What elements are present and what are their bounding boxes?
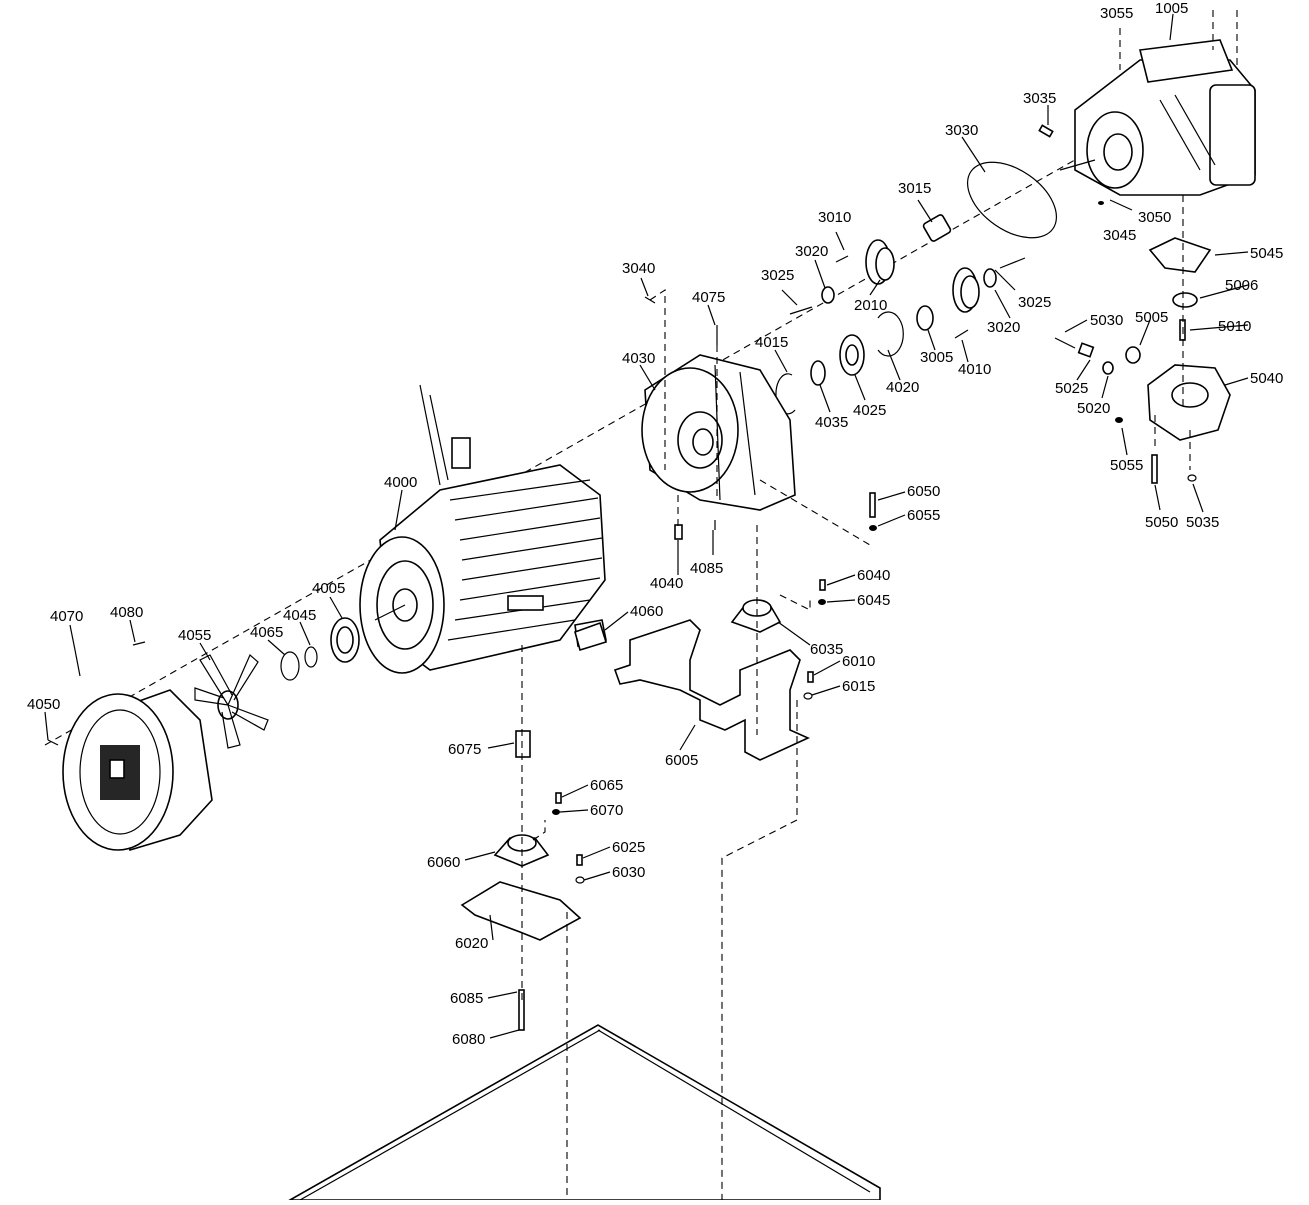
callout-label: 3055: [1100, 5, 1133, 22]
callout-label: 4075: [692, 289, 725, 306]
callout-label: 6030: [612, 864, 645, 881]
fan-cover: [47, 641, 213, 852]
callout-label: 6020: [455, 935, 488, 952]
callout-label: 4050: [27, 696, 60, 713]
callout-label: 5010: [1218, 318, 1251, 335]
callout-label: 5030: [1090, 312, 1123, 329]
callout-label: 6010: [842, 653, 875, 670]
callout-label: 5005: [1135, 309, 1168, 326]
callout-label: 4085: [690, 560, 723, 577]
callout-label: 4010: [958, 361, 991, 378]
compressor-air-end: [1059, 39, 1256, 196]
callout-label: 6070: [590, 802, 623, 819]
callout-label: 6040: [857, 567, 890, 584]
oval-gasket: [966, 161, 1058, 239]
callout-label: 6085: [450, 990, 483, 1007]
callout-label: 3005: [920, 349, 953, 366]
callout-label: 4000: [384, 474, 417, 491]
callout-label: 6050: [907, 483, 940, 500]
callout-label: 4020: [886, 379, 919, 396]
callout-label: 4045: [283, 607, 316, 624]
callout-label: 5045: [1250, 245, 1283, 262]
callout-label: 3015: [898, 180, 931, 197]
callout-label: 5040: [1250, 370, 1283, 387]
callout-label: 6060: [427, 854, 460, 871]
callout-label: 5006: [1225, 277, 1258, 294]
callout-label: 3035: [1023, 90, 1056, 107]
leader-lines: [44, 13, 1249, 1039]
electric-motor: [359, 384, 607, 674]
callout-label: 6005: [665, 752, 698, 769]
callout-label: 2010: [854, 297, 887, 314]
callout-labels: 1005 3055 3035 3030 3050 3045 5045 5006 …: [27, 0, 1283, 1048]
callout-label: 4055: [178, 627, 211, 644]
gear-set: [775, 214, 1026, 415]
gasket-plate: [574, 621, 608, 652]
callout-label: 6025: [612, 839, 645, 856]
callout-label: 4015: [755, 334, 788, 351]
callout-label: 6015: [842, 678, 875, 695]
fasteners: [552, 124, 1197, 884]
callout-label: 1005: [1155, 0, 1188, 17]
cooling-fan: [194, 654, 269, 749]
motor-bracket: [613, 619, 810, 761]
callout-label: 6075: [448, 741, 481, 758]
callout-label: 5055: [1110, 457, 1143, 474]
callout-label: 4035: [815, 414, 848, 431]
callout-label: 5025: [1055, 380, 1088, 397]
callout-label: 4005: [312, 580, 345, 597]
oil-valve-parts: [1054, 237, 1231, 441]
motor-seals: [280, 617, 360, 681]
callout-label: 3030: [945, 122, 978, 139]
alignment-lines: [521, 10, 1238, 1200]
rubber-mount-rear: [460, 730, 582, 1031]
callout-label: 3040: [622, 260, 655, 277]
callout-label: 3025: [1018, 294, 1051, 311]
callout-label: 4065: [250, 624, 283, 641]
callout-label: 3020: [795, 243, 828, 260]
callout-label: 6035: [810, 641, 843, 658]
callout-label: 4040: [650, 575, 683, 592]
callout-label: 5035: [1186, 514, 1219, 531]
callout-label: 6065: [590, 777, 623, 794]
callout-label: 6080: [452, 1031, 485, 1048]
base-frame: [286, 1024, 881, 1201]
callout-label: 6045: [857, 592, 890, 609]
callout-label: 5020: [1077, 400, 1110, 417]
callout-label: 4060: [630, 603, 663, 620]
rubber-mount-front: [730, 599, 782, 633]
callout-label: 6055: [907, 507, 940, 524]
callout-label: 3010: [818, 209, 851, 226]
callout-label: 3020: [987, 319, 1020, 336]
callout-label: 4025: [853, 402, 886, 419]
callout-label: 3050: [1138, 209, 1171, 226]
callout-label: 3025: [761, 267, 794, 284]
gearbox-housing: [641, 296, 796, 540]
callout-label: 4080: [110, 604, 143, 621]
callout-label: 4030: [622, 350, 655, 367]
callout-label: 5050: [1145, 514, 1178, 531]
callout-label: 4070: [50, 608, 83, 625]
callout-label: 3045: [1103, 227, 1136, 244]
